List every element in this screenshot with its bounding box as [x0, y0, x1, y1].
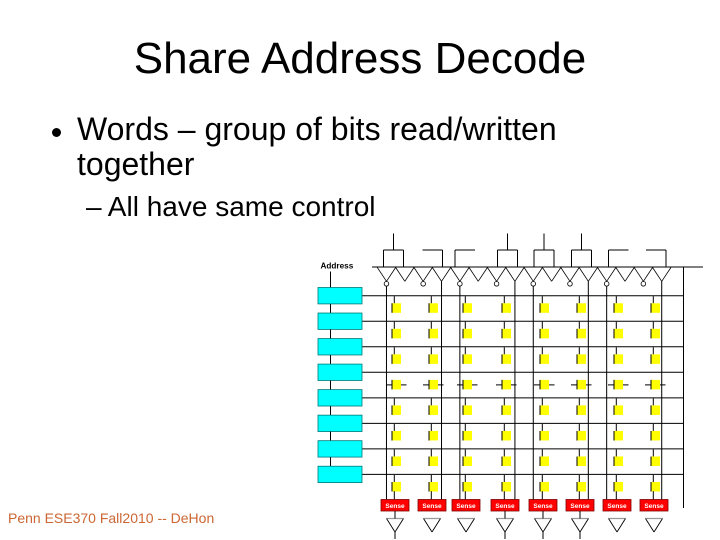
word-driver-box	[317, 312, 363, 330]
memory-cell	[428, 328, 438, 339]
memory-cell	[501, 379, 511, 390]
memory-cell	[501, 482, 511, 492]
memory-cell	[391, 303, 401, 313]
address-label: Address	[321, 262, 354, 271]
memory-cell	[501, 456, 511, 466]
memory-cell	[650, 405, 660, 415]
word-driver-box	[317, 465, 363, 484]
sense-amp-label: Sense	[422, 503, 442, 510]
memory-cell	[576, 456, 586, 466]
memory-cell	[650, 379, 660, 390]
memory-cell-array	[386, 296, 666, 500]
word-driver-box	[317, 363, 363, 381]
word-driver-box	[317, 440, 363, 458]
bit-lines	[385, 267, 684, 508]
word-driver-box	[317, 389, 363, 407]
memory-cell	[650, 328, 660, 339]
memory-cell	[613, 430, 623, 441]
memory-cell	[501, 430, 511, 441]
sense-amp-label: Sense	[644, 503, 664, 510]
memory-cell	[428, 354, 438, 364]
memory-cell	[539, 303, 549, 313]
sense-amp-label: Sense	[385, 503, 405, 510]
memory-cell	[613, 328, 623, 339]
memory-cell	[613, 482, 623, 492]
memory-cell	[501, 328, 511, 339]
word-driver-box	[317, 414, 363, 432]
memory-cell	[462, 303, 472, 313]
memory-cell	[650, 456, 660, 466]
memory-cell	[539, 405, 549, 415]
sense-amp-box	[639, 499, 669, 512]
sense-amp-label: Sense	[570, 503, 590, 510]
memory-cell	[462, 482, 472, 492]
memory-cell	[428, 430, 438, 441]
memory-cell	[613, 379, 623, 390]
memory-cell	[391, 405, 401, 415]
bullet-line-2: together	[77, 146, 195, 182]
sense-amp-row: Sense Sense Sense Sense Sense Sense Sense Sense	[380, 499, 669, 539]
memory-cell	[539, 354, 549, 364]
memory-cell	[391, 456, 401, 466]
bullet-icon	[52, 128, 61, 137]
memory-cell	[462, 456, 472, 466]
memory-cell	[462, 354, 472, 364]
memory-cell	[539, 482, 549, 492]
memory-cell	[391, 354, 401, 364]
memory-cell	[576, 405, 586, 415]
memory-cell	[462, 328, 472, 339]
memory-cell	[539, 379, 549, 390]
sense-amp-label: Sense	[495, 503, 515, 510]
memory-cell	[462, 405, 472, 415]
sense-amp-box	[602, 499, 632, 512]
memory-cell	[613, 456, 623, 466]
memory-cell	[650, 430, 660, 441]
sense-amp-label: Sense	[533, 503, 553, 510]
memory-cell	[391, 328, 401, 339]
memory-cell	[613, 303, 623, 313]
memory-cell	[428, 405, 438, 415]
bullet-line-1: Words – group of bits read/written	[77, 111, 557, 147]
slide-title: Share Address Decode	[133, 34, 587, 83]
word-driver-column: Address	[317, 262, 363, 484]
word-driver-box	[317, 287, 363, 305]
sense-amp-label: Sense	[456, 503, 476, 510]
memory-cell	[539, 456, 549, 466]
memory-cell	[501, 303, 511, 313]
memory-cell	[428, 379, 438, 390]
memory-cell	[576, 303, 586, 313]
memory-cell	[391, 379, 401, 390]
memory-cell	[576, 379, 586, 390]
bitline-driver-row	[372, 233, 703, 287]
sub-bullet: – All have same control	[86, 191, 376, 222]
memory-cell	[576, 430, 586, 441]
memory-cell	[576, 482, 586, 492]
word-driver-box	[317, 338, 363, 356]
bullet-item: Words – group of bits read/written toget…	[77, 112, 557, 182]
memory-cell	[428, 303, 438, 313]
memory-cell	[462, 379, 472, 390]
memory-cell	[391, 482, 401, 492]
memory-cell	[539, 328, 549, 339]
memory-cell	[613, 405, 623, 415]
memory-cell	[650, 303, 660, 313]
memory-cell	[539, 430, 549, 441]
word-lines	[362, 295, 684, 475]
memory-cell	[501, 354, 511, 364]
memory-cell	[576, 354, 586, 364]
memory-cell	[576, 328, 586, 339]
memory-cell	[391, 430, 401, 441]
memory-cell	[428, 456, 438, 466]
memory-cell	[650, 354, 660, 364]
memory-cell	[462, 430, 472, 441]
sense-amp-label: Sense	[607, 503, 627, 510]
footer-credit: Penn ESE370 Fall2010 -- DeHon	[8, 510, 215, 526]
sense-amp-box	[451, 499, 481, 512]
sense-amp-box	[417, 499, 447, 512]
memory-cell	[650, 482, 660, 492]
memory-cell	[613, 354, 623, 364]
memory-cell	[428, 482, 438, 492]
memory-cell	[501, 405, 511, 415]
